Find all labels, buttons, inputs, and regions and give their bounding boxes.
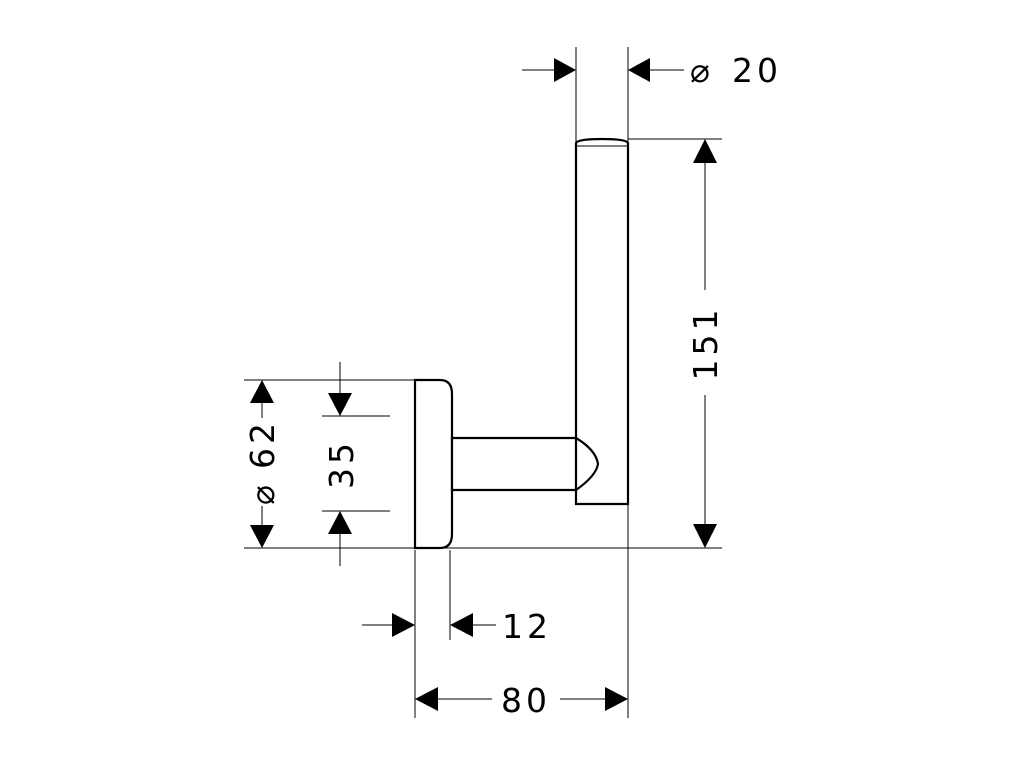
arrow-down-icon — [328, 393, 352, 416]
arrow-right-icon — [605, 687, 628, 711]
tube-diameter-symbol: ⌀ — [690, 51, 714, 90]
arrow-down-icon — [250, 525, 274, 548]
projection-value: 80 — [501, 681, 551, 720]
arrow-right-icon — [554, 58, 576, 82]
holder-outline — [413, 137, 630, 550]
extension-lines — [244, 47, 722, 718]
horizontal-arm — [450, 436, 578, 492]
dimension-arm-height: 35 — [322, 362, 361, 566]
arrow-left-icon — [450, 613, 473, 637]
arrow-up-icon — [250, 380, 274, 403]
arrow-up-icon — [328, 511, 352, 534]
arrow-up-icon — [693, 139, 717, 163]
rosette-depth-value: 12 — [502, 607, 552, 646]
dimension-projection: 80 — [415, 681, 628, 720]
arrow-left-icon — [415, 687, 438, 711]
arrow-right-icon — [392, 613, 415, 637]
arm-height-value: 35 — [322, 439, 361, 489]
tube-diameter-value: 20 — [732, 51, 782, 90]
dimension-rosette-depth: 12 — [362, 607, 552, 646]
height-value: 151 — [686, 306, 725, 381]
wall-rosette — [413, 378, 454, 550]
dimension-height: 151 — [686, 139, 725, 548]
dimension-tube-diameter: ⌀ 20 — [522, 51, 782, 90]
arrow-down-icon — [693, 524, 717, 548]
vertical-tube — [574, 137, 630, 506]
rosette-diameter-value: 62 — [243, 419, 282, 469]
rosette-diameter-symbol: ⌀ — [243, 481, 282, 505]
dimension-rosette-diameter: ⌀ 62 — [243, 380, 282, 548]
arrow-left-icon — [628, 58, 650, 82]
